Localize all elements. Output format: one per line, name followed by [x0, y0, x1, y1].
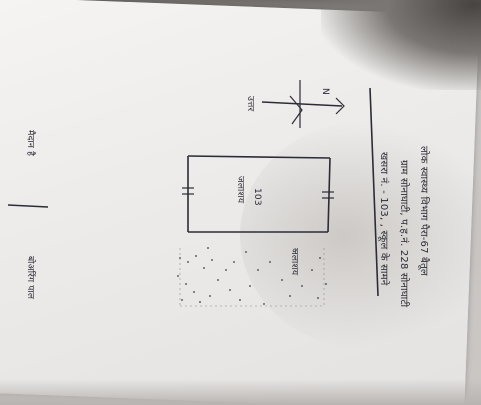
- rect-number: 103: [252, 188, 262, 206]
- header-rule: [369, 87, 379, 297]
- rect-sublabel: जलाशय: [235, 176, 245, 204]
- hand-shadow: [240, 120, 481, 350]
- header-line-2: ग्राम सोनाघाटी, प.ह.नं. 228 सोनाघाटी: [398, 160, 409, 308]
- background-shadow-bottom: [0, 379, 481, 405]
- north-label: उत्तर: [245, 96, 255, 112]
- dotted-area: [177, 247, 327, 307]
- header-line-3: खसरा नं. - 103, , स्कूल के सामने: [378, 152, 389, 286]
- header-line-1: लोक स्वास्थ्य विभाग पैरा-67 बैतूल: [418, 146, 429, 276]
- plot-rectangle: [182, 155, 334, 233]
- dimension-label: जलाशय: [289, 248, 299, 276]
- bottom-left-handwriting: बोअरिंग पाल: [25, 256, 35, 300]
- dash-line: [7, 204, 49, 208]
- background-shadow-corner: [321, 0, 481, 90]
- north-arrow-icon: [261, 80, 345, 128]
- north-marker: N: [320, 88, 330, 95]
- top-left-label: मैदान है: [25, 130, 35, 157]
